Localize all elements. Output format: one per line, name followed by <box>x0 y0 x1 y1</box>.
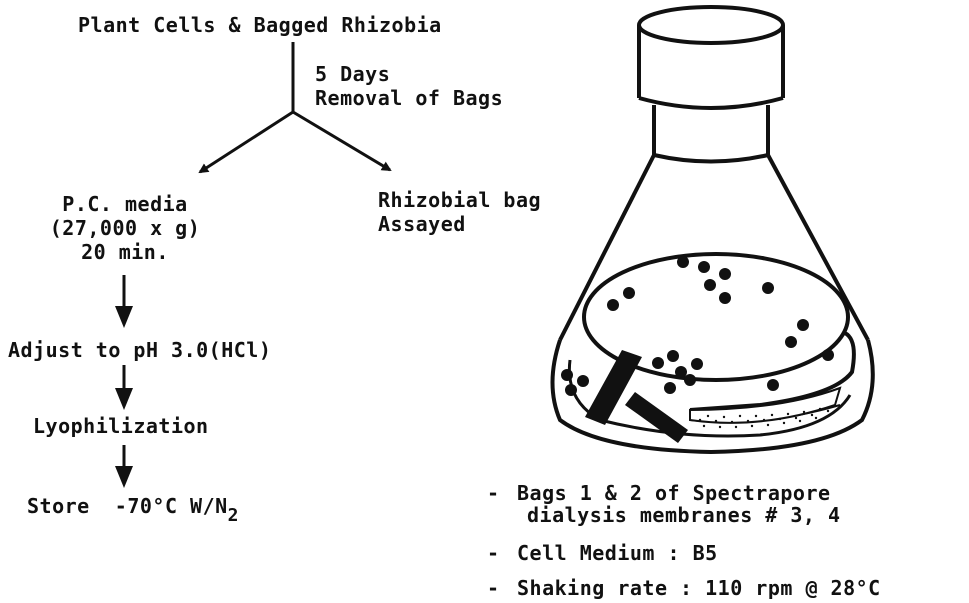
step-store: Store -70°C W/N2 <box>27 494 239 526</box>
stippled-membrane <box>698 407 830 429</box>
dialysis-bags <box>585 331 856 443</box>
note-1-line-1: Bags 1 & 2 of Spectrapore <box>517 481 831 505</box>
process-arrows <box>115 275 133 488</box>
note-bullet-2: - <box>487 541 500 565</box>
step-adjust-ph: Adjust to pH 3.0(HCl) <box>8 338 272 362</box>
store-subscript: 2 <box>227 505 239 526</box>
split-connector <box>198 42 392 174</box>
left-branch-line-3: 20 min. <box>81 240 169 264</box>
right-branch-line-1: Rhizobial bag <box>378 188 542 212</box>
cell-particles <box>561 256 834 396</box>
note-2-line-1: Cell Medium : B5 <box>517 541 718 565</box>
store-text: Store -70°C W/N <box>27 494 228 518</box>
note-bullet-3: - <box>487 576 500 600</box>
split-label-days: 5 Days <box>315 62 391 86</box>
note-bullet-1: - <box>487 481 500 505</box>
note-1-line-2: dialysis membranes # 3, 4 <box>527 503 841 527</box>
split-label-removal: Removal of Bags <box>315 86 504 110</box>
arrow-left-branch <box>198 110 294 174</box>
arrow-right-branch <box>292 110 392 172</box>
flask-illustration <box>550 5 875 455</box>
right-branch-line-2: Assayed <box>378 212 466 236</box>
left-branch-line-1: P.C. media <box>62 192 188 216</box>
flow-top-label: Plant Cells & Bagged Rhizobia <box>78 13 442 37</box>
step-lyophilization: Lyophilization <box>33 414 209 438</box>
note-3-line-1: Shaking rate : 110 rpm @ 28°C <box>517 576 881 600</box>
left-branch-line-2: (27,000 x g) <box>49 216 201 240</box>
